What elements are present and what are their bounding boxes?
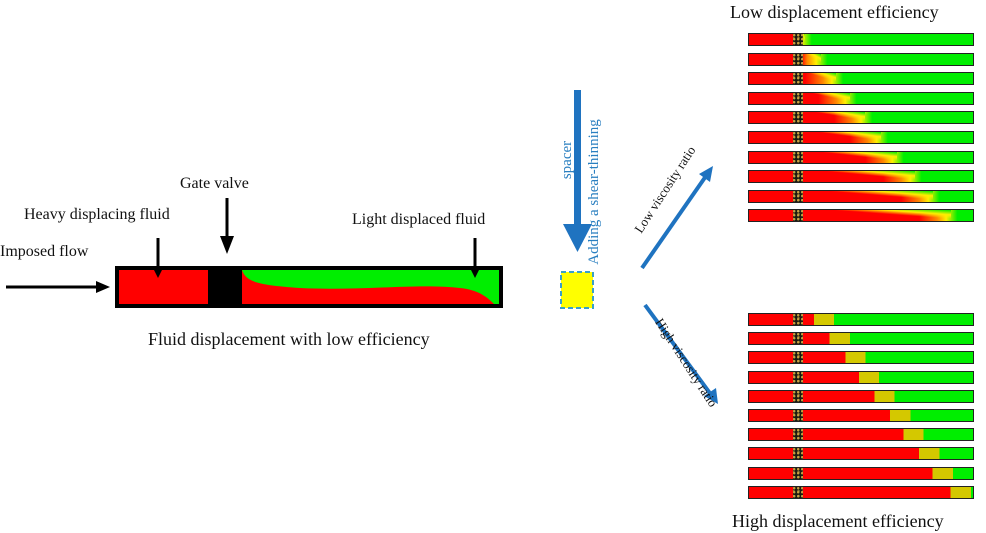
high-viscosity-arrow-icon — [643, 303, 718, 404]
imposed-flow-arrow-icon — [6, 281, 110, 293]
interface-wedge — [801, 171, 915, 183]
high-efficiency-strip — [748, 409, 974, 422]
interface-wedge — [801, 53, 821, 65]
low-efficiency-strip — [748, 111, 974, 125]
light-fluid-pointer-icon — [469, 238, 481, 278]
strip-gate — [792, 429, 803, 441]
strip-gate — [792, 190, 803, 202]
strip-gate — [792, 486, 803, 498]
low-efficiency-strip — [748, 33, 974, 46]
strip-gate — [792, 171, 803, 183]
strip-gate — [792, 53, 803, 65]
interface-wedge — [801, 210, 951, 222]
strip-gate — [792, 390, 803, 402]
spacer-label-2: spacer — [558, 75, 578, 245]
strip-gate — [792, 371, 803, 383]
light-fluid-label: Light displaced fluid — [352, 211, 486, 228]
interface-wedge — [801, 132, 882, 143]
strip-gate — [792, 352, 803, 364]
low-efficiency-strip — [748, 72, 974, 86]
gate-valve-label: Gate valve — [180, 175, 249, 192]
interface-wedge — [801, 151, 897, 163]
high-efficiency-strip — [748, 313, 974, 326]
spacer-label-line1: Adding a shear-thinning — [586, 119, 602, 265]
pipe — [115, 266, 503, 308]
low-efficiency-strip — [748, 209, 974, 223]
low-efficiency-strip — [748, 170, 974, 184]
heavy-fluid-label: Heavy displacing fluid — [24, 206, 170, 223]
high-efficiency-strip — [748, 447, 974, 461]
high-efficiency-strip — [748, 389, 974, 403]
strip-gate — [792, 132, 803, 143]
interface-wedge — [801, 112, 866, 124]
high-efficiency-strip — [748, 485, 974, 499]
low-efficiency-title: Low displacement efficiency — [730, 2, 939, 22]
high-efficiency-strip — [748, 428, 974, 442]
left-caption: Fluid displacement with low efficiency — [148, 329, 430, 349]
gate-valve-pointer-icon — [220, 198, 234, 254]
spacer-label-line2: spacer — [559, 140, 575, 180]
imposed-flow-label: Imposed flow — [0, 243, 89, 260]
gate-valve-block — [208, 270, 242, 304]
strip-gate — [792, 333, 803, 345]
high-efficiency-strip — [748, 370, 974, 384]
interface-wedge — [801, 92, 850, 104]
heavy-fluid-region — [119, 270, 208, 304]
add-spacer-arrow-icon — [563, 90, 592, 252]
interface-wedge — [801, 73, 837, 85]
high-efficiency-strip — [748, 351, 974, 365]
interface-wedge — [801, 190, 933, 202]
high-efficiency-title: High displacement efficiency — [732, 511, 944, 531]
low-efficiency-strip — [748, 52, 974, 66]
strip-gate — [792, 92, 803, 104]
heavy-fluid-pointer-icon — [152, 238, 164, 278]
strip-gate — [792, 34, 803, 45]
strip-gate — [792, 210, 803, 222]
low-efficiency-strip — [748, 131, 974, 144]
displacing-interface — [242, 270, 494, 304]
strip-gate — [792, 410, 803, 421]
low-efficiency-strip — [748, 189, 974, 203]
interface-wedge — [801, 34, 805, 45]
high-efficiency-strip — [748, 332, 974, 346]
spacer-square-icon — [560, 271, 594, 309]
strip-gate — [792, 112, 803, 124]
strip-gate — [792, 73, 803, 85]
strip-gate — [792, 467, 803, 479]
low-efficiency-strip — [748, 91, 974, 105]
strip-gate — [792, 151, 803, 163]
low-efficiency-strip — [748, 150, 974, 164]
high-efficiency-strip — [748, 466, 974, 480]
low-viscosity-arrow-icon — [640, 166, 713, 270]
strip-gate — [792, 448, 803, 460]
strip-gate — [792, 314, 803, 325]
